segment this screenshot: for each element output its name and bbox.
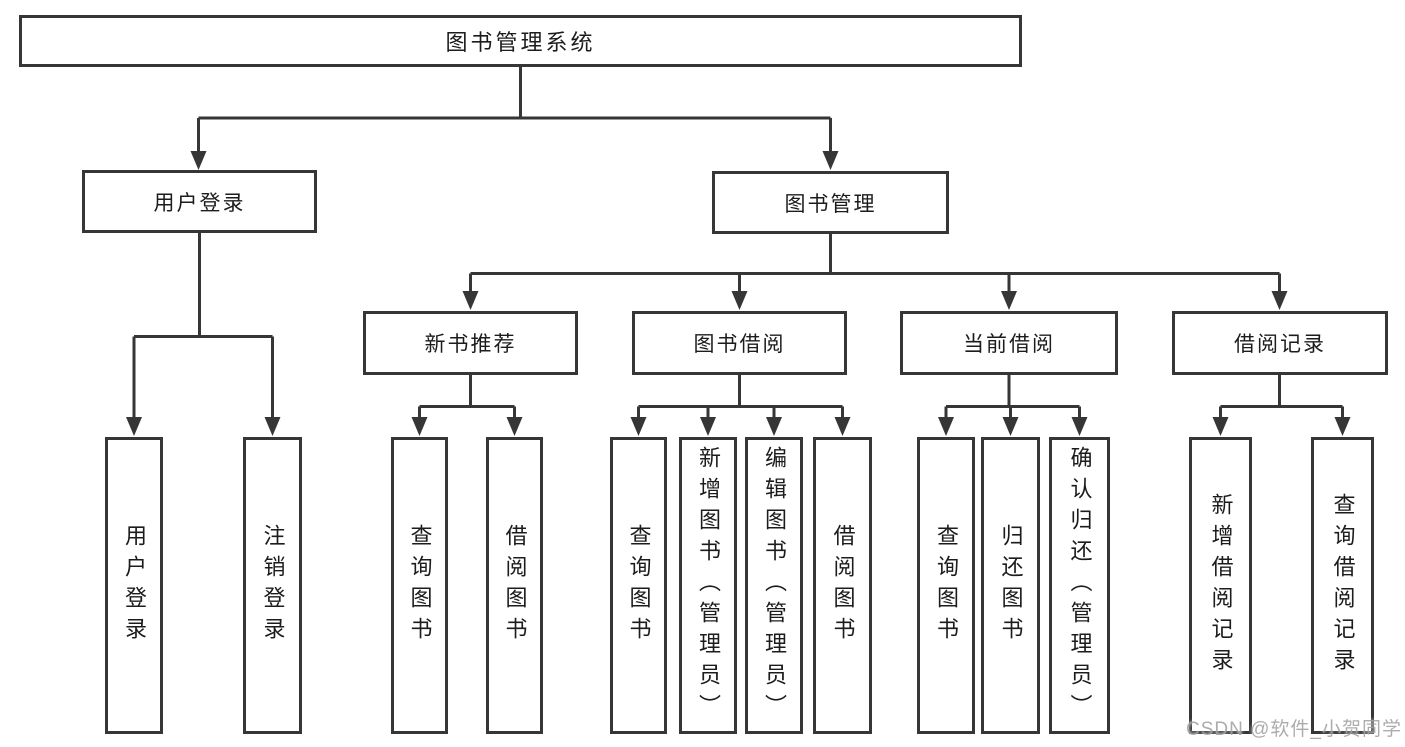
leaf-borrowing-query-books: 查询图书	[610, 437, 667, 734]
node-label: 查询图书	[934, 523, 959, 648]
leaf-logout-login: 注销登录	[243, 437, 302, 734]
node-label: 查询图书	[407, 523, 433, 648]
node-book-borrowing: 图书借阅	[632, 311, 847, 375]
node-label: 归还图书	[998, 523, 1024, 648]
node-label: 借阅图书	[830, 523, 856, 648]
node-book-management: 图书管理	[712, 171, 949, 234]
node-borrowing-records: 借阅记录	[1172, 311, 1388, 375]
node-label: 借阅图书	[502, 523, 528, 648]
leaf-current-query-books: 查询图书	[917, 437, 975, 734]
leaf-borrowing-edit-books-admin: 编辑图书（管理员）	[745, 437, 803, 734]
node-label: 注销登录	[260, 523, 286, 648]
leaf-records-query-borrow-record: 查询借阅记录	[1311, 437, 1374, 734]
node-current-borrowing: 当前借阅	[900, 311, 1118, 375]
csdn-watermark: CSDN @软件_小贺同学	[1186, 719, 1402, 740]
leaf-current-return-books: 归还图书	[981, 437, 1040, 734]
node-label: 新书推荐	[424, 333, 517, 356]
node-library-management-system: 图书管理系统	[19, 15, 1022, 67]
node-label: 新增借阅记录	[1208, 492, 1234, 679]
leaf-newbook-borrow-books: 借阅图书	[486, 437, 543, 734]
node-label: 借阅记录	[1234, 333, 1326, 356]
node-label: 用户登录	[153, 191, 246, 215]
leaf-borrowing-borrow-books: 借阅图书	[813, 437, 872, 734]
node-user-login: 用户登录	[82, 170, 317, 233]
node-label: 查询图书	[626, 523, 652, 648]
node-label: 当前借阅	[963, 333, 1055, 356]
leaf-borrowing-add-books-admin: 新增图书（管理员）	[679, 437, 737, 734]
node-label: 编辑图书（管理员）	[762, 446, 787, 725]
node-label: 用户登录	[122, 523, 147, 648]
leaf-records-add-borrow-record: 新增借阅记录	[1189, 437, 1252, 734]
node-label: 图书管理	[784, 192, 877, 216]
node-label: 确认归还（管理员）	[1067, 446, 1093, 725]
leaf-user-login: 用户登录	[105, 437, 163, 734]
node-label: 图书管理系统	[445, 30, 596, 55]
node-new-book-recommend: 新书推荐	[363, 311, 578, 375]
leaf-current-confirm-return-admin: 确认归还（管理员）	[1049, 437, 1110, 734]
node-label: 新增图书（管理员）	[696, 446, 721, 725]
node-label: 查询借阅记录	[1330, 492, 1356, 679]
leaf-newbook-query-books: 查询图书	[391, 437, 448, 734]
node-label: 图书借阅	[693, 333, 786, 356]
